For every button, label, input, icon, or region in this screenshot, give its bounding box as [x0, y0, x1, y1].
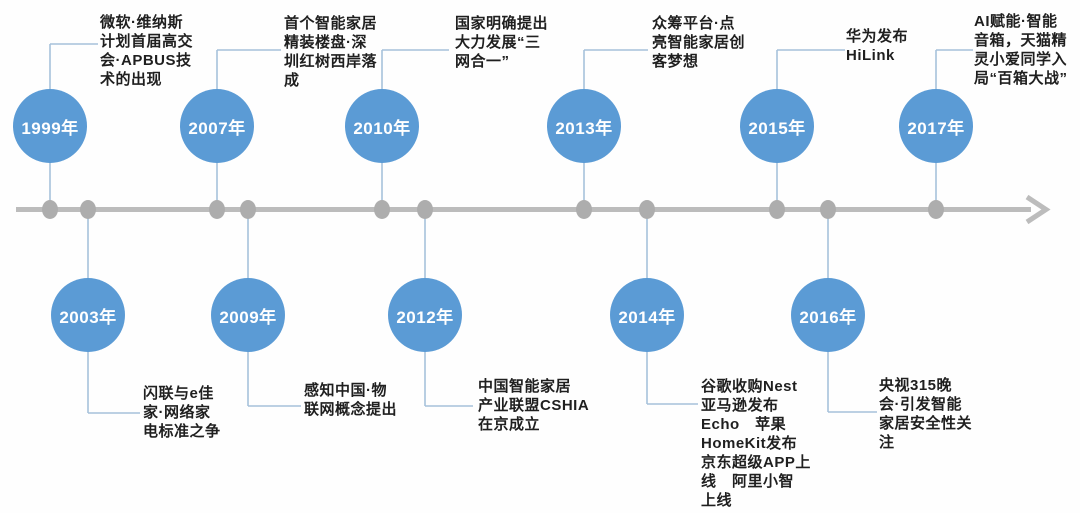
timeline-node-2012: 2012年 [388, 278, 462, 352]
axis-dot-2012 [417, 200, 433, 219]
event-description-2007: 首个智能家居 精装楼盘·深 圳红树西岸落 成 [284, 15, 378, 89]
axis-dot-2009 [240, 200, 256, 219]
timeline-node-2014: 2014年 [610, 278, 684, 352]
year-label-2014: 2014年 [618, 307, 676, 327]
timeline-node-2009: 2009年 [211, 278, 285, 352]
event-description-2017: AI赋能·智能 音箱，天猫精 灵小爱同学入 局“百箱大战” [974, 13, 1068, 87]
year-label-2003: 2003年 [59, 307, 117, 327]
event-description-2009: 感知中国·物 联网概念提出 [304, 382, 398, 418]
timeline-node-2010: 2010年 [345, 89, 419, 163]
event-description-2010: 国家明确提出 大力发展“三 网合一” [455, 15, 549, 70]
year-label-2012: 2012年 [396, 307, 454, 327]
event-description-2012: 中国智能家居 产业联盟CSHIA 在京成立 [478, 378, 590, 433]
timeline-node-1999: 1999年 [13, 89, 87, 163]
year-label-2015: 2015年 [748, 118, 806, 138]
year-label-2010: 2010年 [353, 118, 411, 138]
axis-dot-2017 [928, 200, 944, 219]
axis-dot-2013 [576, 200, 592, 219]
axis-dot-2003 [80, 200, 96, 219]
year-label-2009: 2009年 [219, 307, 277, 327]
axis-dot-2007 [209, 200, 225, 219]
timeline-node-2003: 2003年 [51, 278, 125, 352]
year-label-2013: 2013年 [555, 118, 613, 138]
year-label-2017: 2017年 [907, 118, 965, 138]
timeline-node-2007: 2007年 [180, 89, 254, 163]
timeline-node-2016: 2016年 [791, 278, 865, 352]
axis-dot-2010 [374, 200, 390, 219]
event-description-2013: 众筹平台·点 亮智能家居创 客梦想 [652, 15, 746, 70]
event-description-2003: 闪联与e佳 家·网络家 电标准之争 [143, 385, 221, 440]
event-description-2016: 央视315晚 会·引发智能 家居安全性关 注 [879, 377, 973, 451]
timeline-arrowhead-icon [1025, 194, 1051, 225]
timeline-node-2013: 2013年 [547, 89, 621, 163]
timeline-node-2017: 2017年 [899, 89, 973, 163]
axis-dot-1999 [42, 200, 58, 219]
year-label-1999: 1999年 [21, 118, 79, 138]
year-label-2007: 2007年 [188, 118, 246, 138]
axis-dot-2015 [769, 200, 785, 219]
event-description-2014: 谷歌收购Nest 亚马逊发布 Echo 苹果 HomeKit发布 京东超级APP… [701, 378, 811, 509]
event-description-1999: 微软·维纳斯 计划首届高交 会·APBUS技 术的出现 [100, 14, 194, 88]
axis-dot-2014 [639, 200, 655, 219]
event-description-2015: 华为发布 HiLink [846, 28, 909, 64]
year-label-2016: 2016年 [799, 307, 857, 327]
timeline-node-2015: 2015年 [740, 89, 814, 163]
axis-dot-2016 [820, 200, 836, 219]
